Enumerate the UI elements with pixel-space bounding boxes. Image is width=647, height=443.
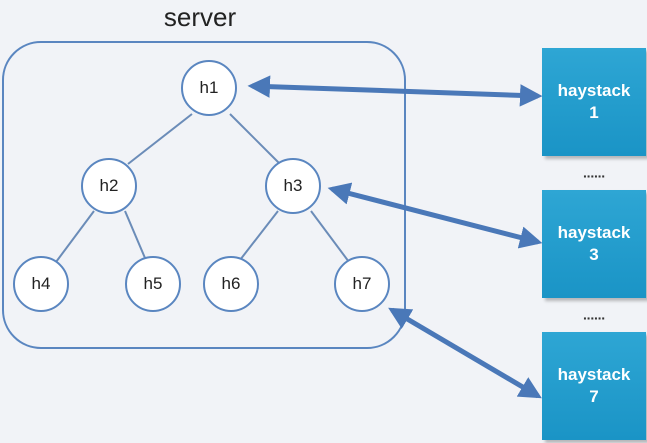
haystack-7: haystack 7 bbox=[542, 332, 646, 440]
haystack-3: haystack 3 bbox=[542, 190, 646, 298]
separator-1: ······ bbox=[583, 168, 606, 184]
haystack-7-number: 7 bbox=[589, 387, 599, 406]
edge-h2-h4 bbox=[55, 210, 95, 263]
edge-h1-h3 bbox=[229, 113, 281, 165]
edge-h3-h6 bbox=[239, 210, 279, 261]
edge-h3-h7 bbox=[310, 210, 350, 263]
haystack-1-number: 1 bbox=[589, 103, 599, 122]
node-h7: h7 bbox=[334, 256, 390, 312]
edge-h1-h2 bbox=[127, 113, 193, 165]
arrow-h7-haystack7 bbox=[388, 307, 542, 399]
server-title: server bbox=[163, 2, 237, 32]
haystack-1-label: haystack bbox=[557, 81, 631, 100]
haystack-7-label: haystack bbox=[557, 365, 631, 384]
haystack-1: haystack 1 bbox=[542, 48, 646, 156]
edge-h2-h5 bbox=[124, 210, 146, 259]
node-h6: h6 bbox=[203, 256, 259, 312]
node-h1: h1 bbox=[181, 60, 237, 116]
node-h2: h2 bbox=[81, 158, 137, 214]
separator-2: ······ bbox=[583, 310, 606, 326]
arrow-h3-haystack3 bbox=[327, 182, 543, 249]
node-h5: h5 bbox=[125, 256, 181, 312]
haystack-3-label: haystack bbox=[557, 223, 631, 242]
arrow-h1-haystack1 bbox=[247, 75, 543, 107]
node-h4: h4 bbox=[13, 256, 69, 312]
haystack-3-number: 3 bbox=[589, 245, 599, 264]
node-h3: h3 bbox=[265, 158, 321, 214]
